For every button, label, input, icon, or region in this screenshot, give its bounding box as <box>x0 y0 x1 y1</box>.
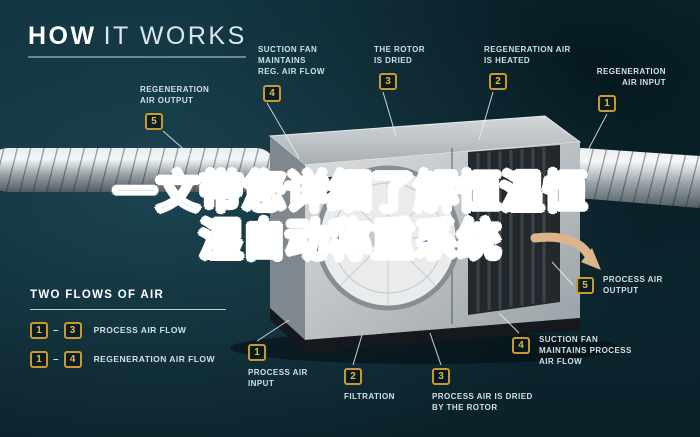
title-how: HOW <box>28 22 97 50</box>
rotor <box>315 165 461 311</box>
number-badge-4: 4 <box>512 337 530 354</box>
number-badge-1: 1 <box>248 344 266 361</box>
callout-suction-fan-process: 4 SUCTION FAN MAINTAINS PROCESS AIR FLOW <box>512 334 632 368</box>
legend-row-label: PROCESS AIR FLOW <box>93 324 187 335</box>
legend-row-regeneration-air-flow: 1 – 4 REGENERATION AIR FLOW <box>30 351 226 368</box>
legend-two-flows: TWO FLOWS OF AIR 1 – 3 PROCESS AIR FLOW … <box>30 289 226 368</box>
callout-process-air-input: 1 PROCESS AIR INPUT <box>248 344 308 389</box>
overlay-title-line1: 一文带您详细了解恒温恒 <box>113 168 588 218</box>
number-badge-3: 3 <box>379 73 397 91</box>
process-air-out-arrow <box>530 232 601 270</box>
callout-regeneration-air-heated: REGENERATION AIR IS HEATED 2 <box>484 44 571 91</box>
callout-label: REGENERATION AIR IS HEATED <box>484 45 571 66</box>
number-badge-5: 5 <box>145 113 163 131</box>
machine-body <box>268 115 582 352</box>
legend-badge-to: 4 <box>63 351 82 368</box>
number-badge-5: 5 <box>576 276 594 294</box>
legend-badge-from: 1 <box>30 351 48 368</box>
callout-label: THE ROTOR IS DRIED <box>374 45 426 66</box>
number-badge-3: 3 <box>432 368 450 385</box>
number-badge-2: 2 <box>344 368 362 385</box>
legend-heading: TWO FLOWS OF AIR <box>30 289 226 310</box>
legend-row-process-air-flow: 1 – 3 PROCESS AIR FLOW <box>30 322 226 339</box>
callout-suction-fan-reg: SUCTION FAN MAINTAINS REG. AIR FLOW 4 <box>258 44 325 102</box>
legend-badge-to: 3 <box>63 322 82 339</box>
overlay-title-line2: 湿自动称重系统 <box>199 216 502 266</box>
callout-regeneration-air-output: REGENERATION AIR OUTPUT 5 <box>140 84 210 131</box>
callout-process-air-dried: 3 PROCESS AIR IS DRIED BY THE ROTOR <box>432 368 533 413</box>
title-it-works: IT WORKS <box>103 22 247 50</box>
callout-rotor-is-dried: THE ROTOR IS DRIED 3 <box>374 44 426 91</box>
overlay-title: 一文带您详细了解恒温恒 湿自动称重系统 <box>0 168 700 266</box>
callout-label: PROCESS AIR INPUT <box>248 368 308 389</box>
callout-label: REGENERATION AIR INPUT <box>596 67 666 88</box>
callout-label: PROCESS AIR IS DRIED BY THE ROTOR <box>432 392 533 413</box>
callout-label: SUCTION FAN MAINTAINS PROCESS AIR FLOW <box>539 335 632 367</box>
left-duct <box>0 148 276 192</box>
callout-regeneration-air-input: REGENERATION AIR INPUT 1 <box>588 66 666 113</box>
connector-lines <box>28 56 608 366</box>
callout-process-air-output: 5 PROCESS AIR OUTPUT <box>576 274 663 296</box>
callout-label: REGENERATION AIR OUTPUT <box>140 85 210 106</box>
range-dash: – <box>53 325 59 336</box>
filter-panel <box>468 145 560 315</box>
number-badge-2: 2 <box>489 73 507 91</box>
number-badge-1: 1 <box>598 95 616 113</box>
range-dash: – <box>53 354 59 365</box>
callout-label: PROCESS AIR OUTPUT <box>603 275 663 296</box>
callout-label: FILTRATION <box>344 392 395 401</box>
callout-label: SUCTION FAN MAINTAINS REG. AIR FLOW <box>258 45 325 77</box>
number-badge-4: 4 <box>263 84 281 102</box>
callout-filtration: 2 FILTRATION <box>344 368 395 402</box>
right-duct <box>552 146 700 208</box>
legend-badge-from: 1 <box>30 322 48 339</box>
legend-row-label: REGENERATION AIR FLOW <box>93 353 215 364</box>
